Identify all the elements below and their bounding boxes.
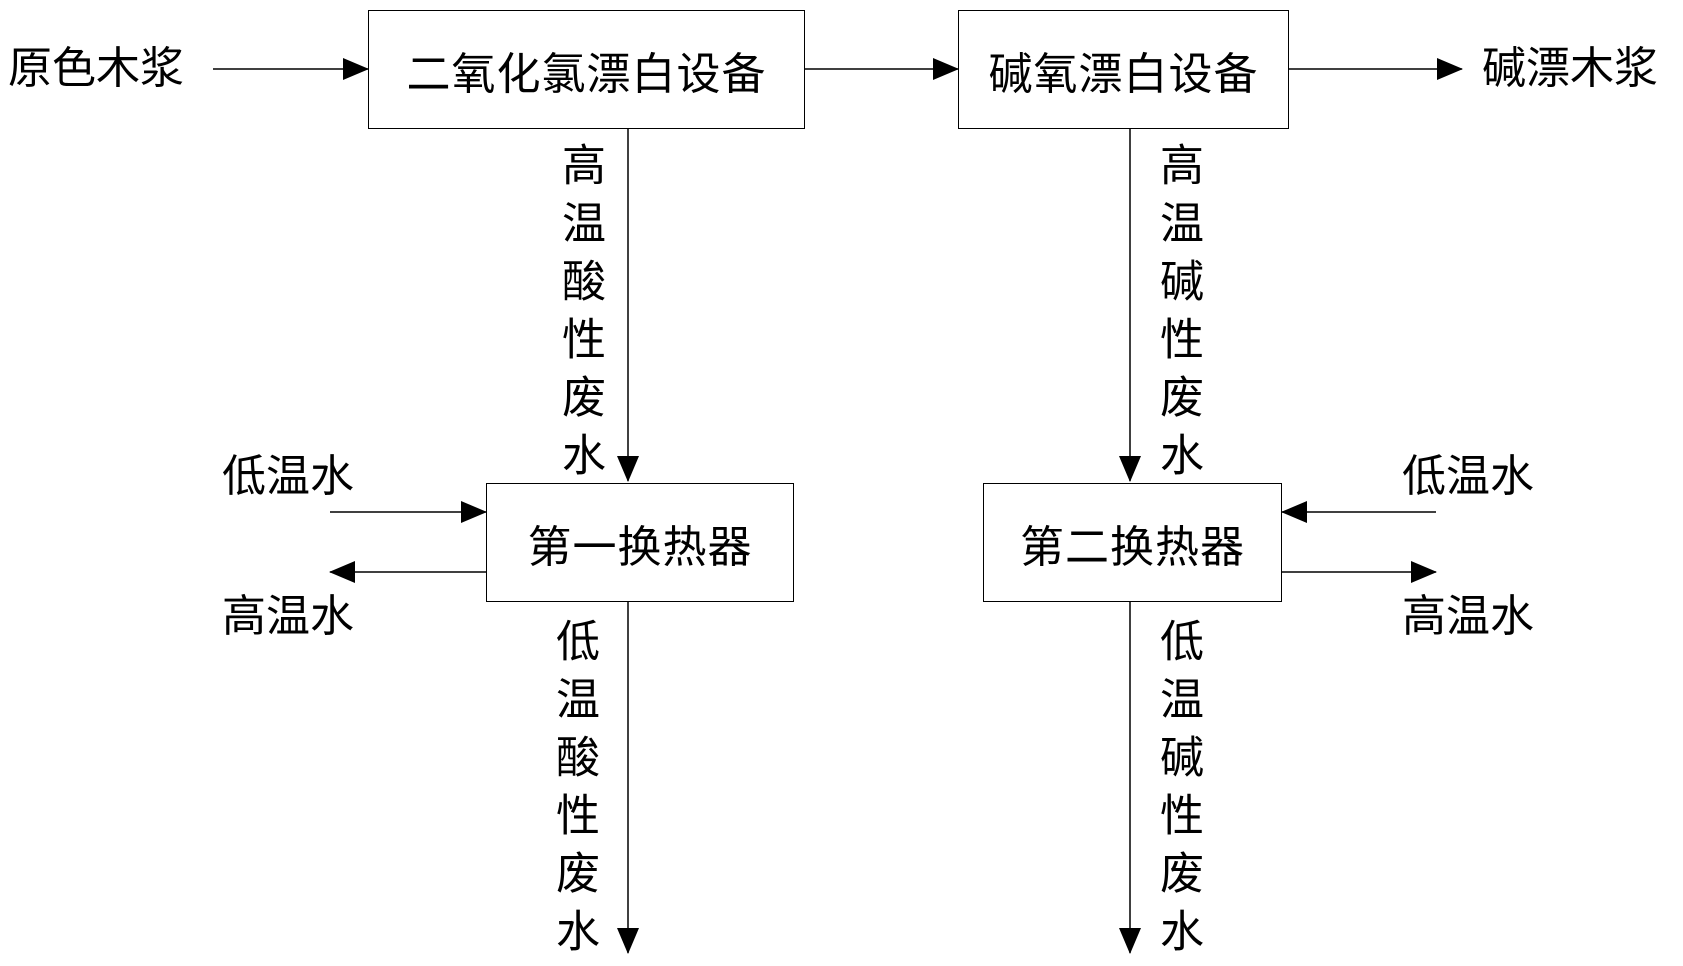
hot-water-out-2-label: 高温水 <box>1402 591 1534 642</box>
hot-water-out-1-label: 高温水 <box>222 591 354 642</box>
raw-pulp-label: 原色木浆 <box>8 43 184 94</box>
heat-exchanger-2-label: 第二换热器 <box>1020 521 1245 573</box>
heat-exchanger-1-box: 第一换热器 <box>486 483 794 602</box>
clo2-bleach-label: 二氧化氯漂白设备 <box>406 48 767 100</box>
cold-acid-waste-label: 低温酸性废水 <box>548 618 599 966</box>
cold-water-in-2-label: 低温水 <box>1402 451 1534 502</box>
cold-alk-waste-label: 低温碱性废水 <box>1152 618 1203 966</box>
cold-water-in-1-label: 低温水 <box>222 451 354 502</box>
clo2-bleach-box: 二氧化氯漂白设备 <box>368 10 805 129</box>
hot-acid-waste-label: 高温酸性废水 <box>554 142 605 490</box>
alk-pulp-label: 碱漂木浆 <box>1482 43 1658 94</box>
alk-oxygen-bleach-box: 碱氧漂白设备 <box>958 10 1289 129</box>
heat-exchanger-1-label: 第一换热器 <box>527 521 753 573</box>
hot-alk-waste-label: 高温碱性废水 <box>1152 142 1203 490</box>
heat-exchanger-2-box: 第二换热器 <box>983 483 1282 602</box>
alk-oxygen-bleach-label: 碱氧漂白设备 <box>988 48 1259 100</box>
